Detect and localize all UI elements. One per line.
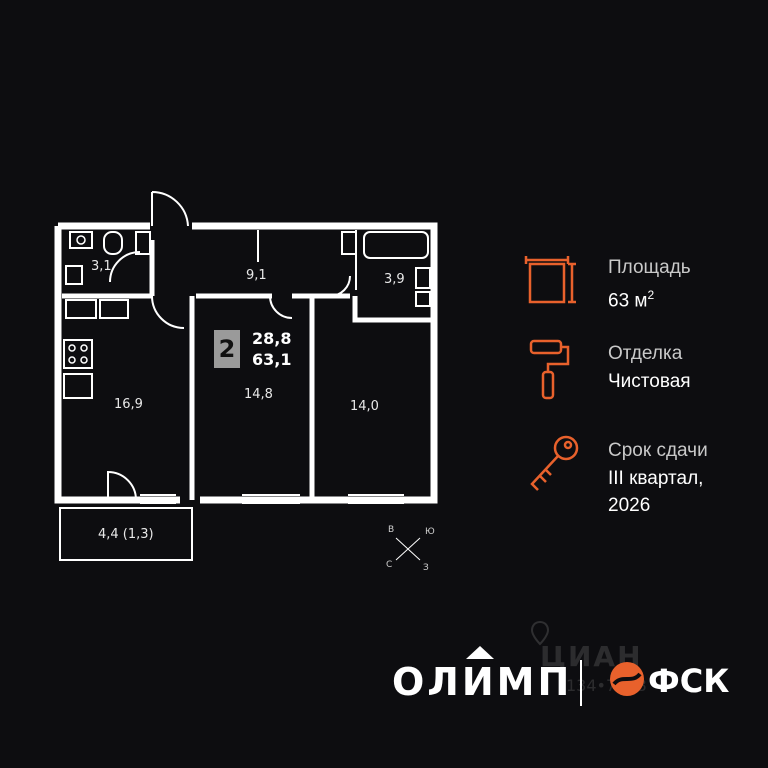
compass-south: З [423,563,429,573]
logo-olimp: ОЛИМП [392,660,573,704]
olimp-roof-icon [466,646,494,659]
room-area-bedroom-2: 14,0 [350,399,379,414]
area-value: 63 м2 [608,288,655,312]
compass-north: В [388,525,395,535]
logo-fsk: ФСК [648,662,730,700]
wall-outer [54,222,438,504]
wall-interior [62,240,434,500]
room-area-bath-1: 3,1 [91,259,112,274]
compass-east: Ю [425,527,435,537]
total-area-value: 63,1 [252,350,292,369]
living-area-value: 28,8 [252,329,292,348]
area-title: Площадь [608,257,691,278]
room-area-hall: 9,1 [246,268,267,283]
finish-value: Чистовая [608,371,691,392]
deadline-value-line1: III квартал, [608,468,704,489]
rooms-count-badge: 2 [214,330,240,368]
balcony-outline [59,507,193,561]
finish-title: Отделка [608,343,683,364]
paint-roller-icon [529,339,570,400]
room-area-bath-2: 3,9 [384,272,405,287]
deadline-value-line2: 2026 [608,495,651,516]
area-unit-sup: 2 [647,288,655,302]
fsk-logo-icon [610,662,644,696]
room-area-balcony: 4,4 (1,3) [98,527,154,542]
area-frame-icon [524,256,576,304]
entrance-door [151,190,189,227]
logo-divider [580,660,582,706]
location-pin-icon [530,620,550,646]
deadline-title: Срок сдачи [608,440,708,461]
compass-rose [395,537,421,561]
compass-west: С [386,560,393,570]
room-area-kitchen: 16,9 [114,397,143,412]
room-area-bedroom-1: 14,8 [244,387,273,402]
key-icon [530,435,579,491]
